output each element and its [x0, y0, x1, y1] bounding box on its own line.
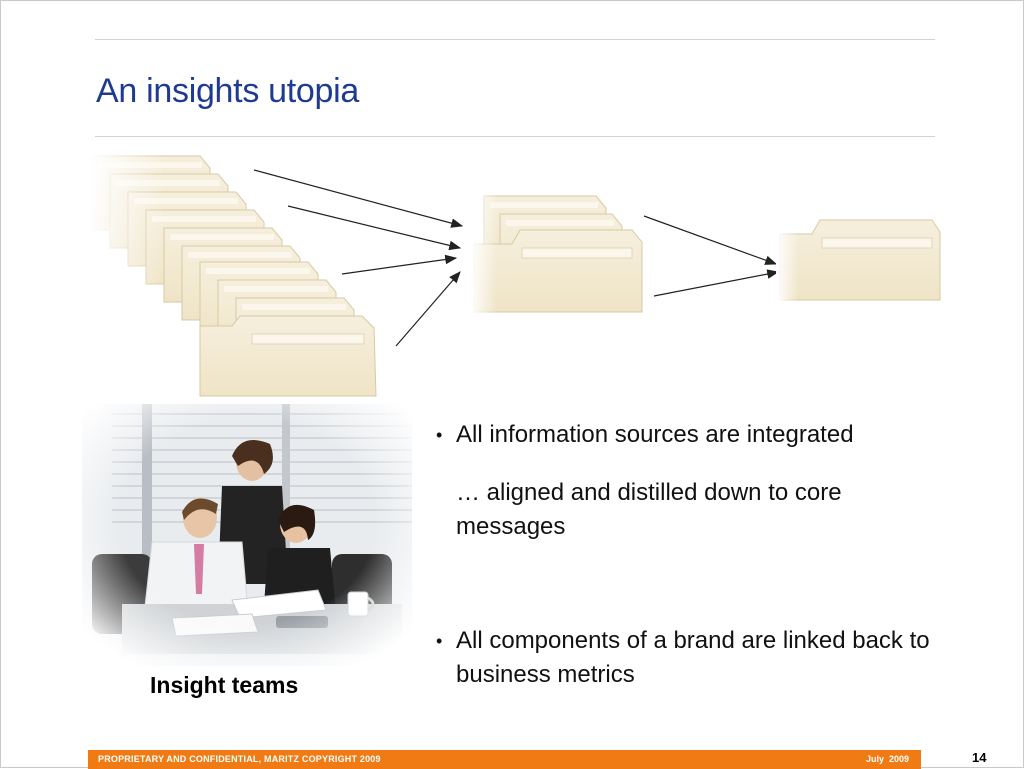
integrated-folder-stack: [470, 190, 643, 315]
title-divider: [95, 136, 935, 137]
distill-arrows: [643, 215, 780, 297]
core-message-folder: [776, 216, 941, 306]
team-illustration: [82, 404, 412, 666]
page-number: 14: [972, 750, 987, 765]
top-divider: [95, 39, 935, 40]
sub-bullet-item: … aligned and distilled down to core mes…: [436, 476, 956, 543]
bullet-item: • All information sources are integrated: [436, 418, 854, 452]
footer-date: July 2009: [865, 754, 909, 764]
bullet-text: All components of a brand are linked bac…: [456, 627, 930, 688]
footer-copyright: PROPRIETARY AND CONFIDENTIAL, MARITZ COP…: [98, 754, 381, 764]
bullet-dot-icon: •: [436, 425, 443, 445]
slide-title: An insights utopia: [96, 72, 359, 110]
folder-flow-diagram: [88, 150, 941, 400]
converging-arrows: [253, 169, 464, 347]
sub-bullet-text: … aligned and distilled down to core mes…: [456, 479, 842, 540]
footer-bar: PROPRIETARY AND CONFIDENTIAL, MARITZ COP…: [88, 750, 921, 769]
bullet-item: • All components of a brand are linked b…: [436, 624, 956, 691]
source-folder-stack: [88, 150, 377, 400]
bullet-text: All information sources are integrated: [456, 421, 854, 448]
bullet-dot-icon: •: [436, 631, 443, 651]
photo-caption: Insight teams: [150, 672, 299, 698]
insight-team-photo: [82, 404, 412, 666]
